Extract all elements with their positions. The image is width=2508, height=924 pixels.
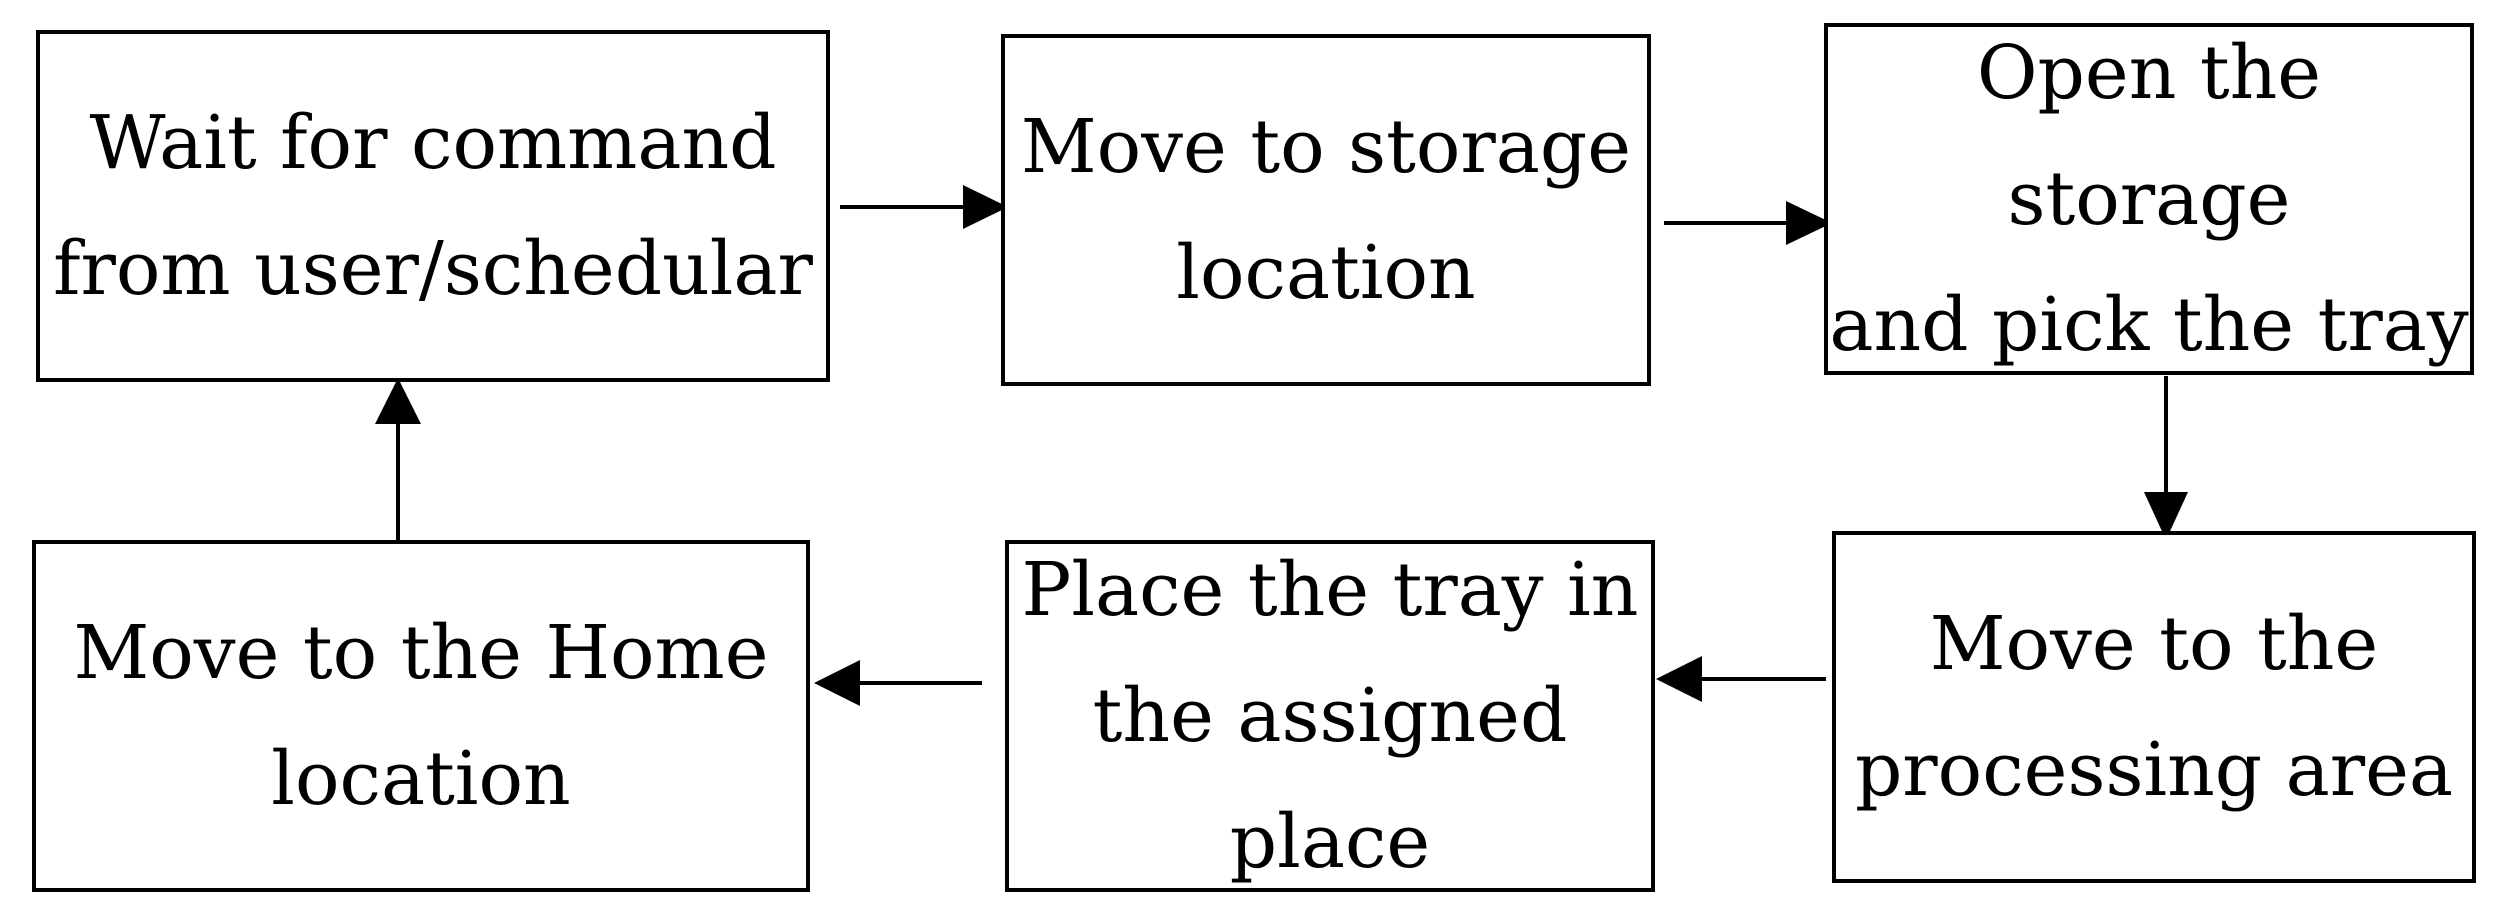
step-place-tray: Place the tray in the assigned place <box>1005 540 1655 892</box>
step-move-to-processing: Move to the processing area <box>1832 531 2476 883</box>
arrow-move-processing-to-place-tray <box>1656 656 1826 702</box>
step-wait-for-command: Wait for command from user/schedular <box>36 30 830 382</box>
step-move-to-storage-label: Move to storage location <box>1020 104 1632 316</box>
step-move-to-processing-label: Move to the processing area <box>1854 601 2454 813</box>
step-open-storage: Open the storage and pick the tray <box>1824 23 2474 375</box>
step-move-to-storage: Move to storage location <box>1001 34 1651 386</box>
arrow-move-storage-to-open-storage <box>1664 201 1832 245</box>
step-wait-for-command-label: Wait for command from user/schedular <box>53 100 813 312</box>
arrow-wait-to-move-storage <box>840 185 1008 229</box>
arrow-move-home-to-wait <box>375 378 421 544</box>
arrow-open-storage-to-move-processing <box>2144 376 2188 540</box>
step-place-tray-label: Place the tray in the assigned place <box>1021 547 1639 885</box>
arrow-place-tray-to-move-home <box>814 660 982 706</box>
step-move-home: Move to the Home location <box>32 540 810 892</box>
step-move-home-label: Move to the Home location <box>73 610 769 822</box>
step-open-storage-label: Open the storage and pick the tray <box>1829 30 2469 368</box>
